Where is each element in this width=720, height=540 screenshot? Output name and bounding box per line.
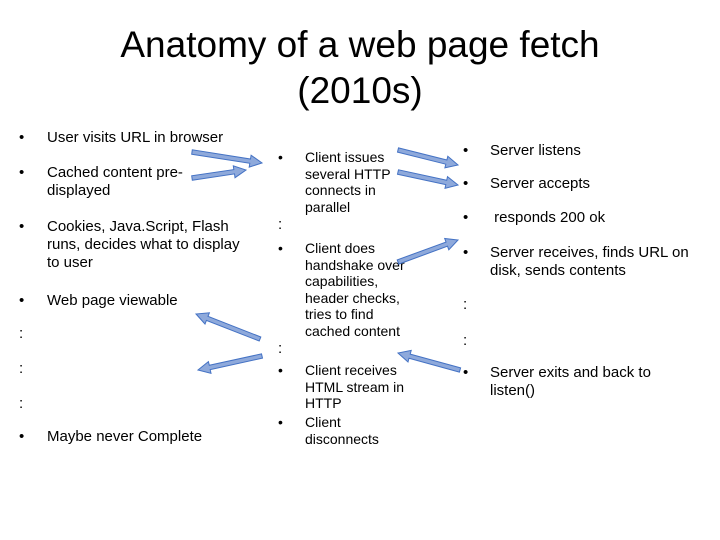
arrow-client-to-server <box>396 147 460 169</box>
bullet: • <box>278 240 283 256</box>
bullet: • <box>463 142 469 159</box>
bullet: • <box>463 364 469 381</box>
client-step-text: Client disconnects <box>305 414 379 447</box>
bullet: • <box>463 244 469 261</box>
arrow-to-browser <box>196 353 264 374</box>
server-step-text: Server accepts <box>490 175 591 192</box>
arrow-to-browser <box>194 312 262 342</box>
bullet: • <box>19 218 25 235</box>
server-step-text: Server receives, finds URL on disk, send… <box>490 244 689 279</box>
ellipsis-colon: : <box>19 360 24 377</box>
arrow-client-to-server <box>396 237 460 265</box>
client-step-text: Client issues several HTTP connects in p… <box>305 149 391 215</box>
server-step-text: Server listens <box>490 142 581 159</box>
ellipsis-colon: : <box>19 325 24 342</box>
client-step-text: Client receives HTML stream in HTTP <box>305 362 405 411</box>
slide-title: Anatomy of a web page fetch (2010s) <box>0 22 720 114</box>
arrow-client-accepts <box>396 169 460 189</box>
ellipsis-colon: : <box>278 340 283 357</box>
browser-step-text: Cached content pre-displayed <box>47 164 183 199</box>
bullet: • <box>278 149 283 165</box>
bullet: • <box>19 292 25 309</box>
browser-step-text: Maybe never Complete <box>47 428 203 445</box>
ellipsis-colon: : <box>463 332 468 349</box>
title-line-1: Anatomy of a web page fetch <box>120 24 600 65</box>
ellipsis-colon: : <box>278 216 283 233</box>
arrow-server-to-client <box>396 349 462 373</box>
browser-step-text: User visits URL in browser <box>47 129 224 146</box>
bullet: • <box>463 175 469 192</box>
bullet: • <box>19 428 25 445</box>
title-line-2: (2010s) <box>297 70 423 111</box>
ellipsis-colon: : <box>19 395 24 412</box>
ellipsis-colon: : <box>463 296 468 313</box>
server-step-text: responds 200 ok <box>490 209 606 226</box>
server-step-text: Server exits and back to listen() <box>490 364 651 399</box>
bullet: • <box>19 129 25 146</box>
arrow-browser-to-client <box>191 149 264 168</box>
arrow-to-cached <box>191 165 248 181</box>
browser-step-text: Web page viewable <box>47 292 178 309</box>
browser-step-text: Cookies, Java.Script, Flash runs, decide… <box>47 218 240 271</box>
bullet: • <box>278 414 283 430</box>
client-step-text: Client does handshake over capabilities,… <box>305 240 405 339</box>
bullet: • <box>278 362 283 378</box>
bullet: • <box>19 164 25 181</box>
bullet: • <box>463 209 469 226</box>
